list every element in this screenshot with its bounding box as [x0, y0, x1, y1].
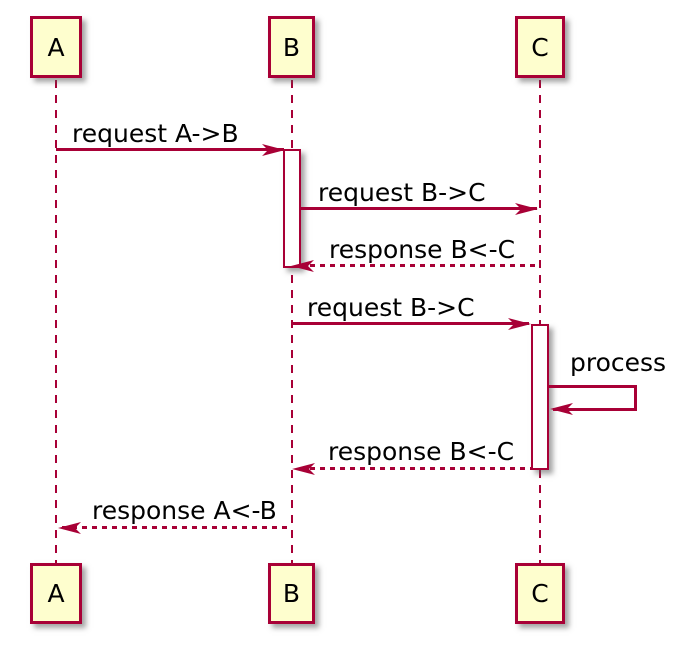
- arrowhead-right-icon: [508, 318, 531, 330]
- arrowhead-left-icon: [58, 522, 81, 534]
- message-label: response B<-C: [328, 437, 515, 466]
- participant-c-bottom: C: [515, 563, 565, 624]
- message-line: [300, 264, 540, 267]
- participant-c-label: C: [531, 32, 549, 62]
- message-label: request B->C: [318, 178, 486, 207]
- arrowhead-left-icon: [291, 260, 314, 272]
- message-line: [56, 148, 284, 151]
- arrowhead-right-icon: [515, 203, 538, 215]
- message-label: request A->B: [72, 119, 239, 148]
- message-label: response A<-B: [92, 496, 277, 525]
- message-label: process: [570, 348, 667, 377]
- participant-c-top: C: [515, 16, 565, 78]
- participant-a-top: A: [30, 16, 82, 78]
- self-message-out-line: [549, 385, 637, 388]
- lifeline-c: [539, 80, 541, 563]
- participant-a-label: A: [47, 579, 65, 608]
- participant-b-label: B: [282, 579, 301, 608]
- message-line: [301, 207, 537, 210]
- arrowhead-left-icon: [292, 463, 315, 475]
- lifeline-a: [55, 80, 57, 563]
- lifeline-b: [291, 80, 293, 563]
- participant-a-label: A: [47, 32, 65, 62]
- participant-b-bottom: B: [268, 563, 315, 624]
- self-message-return-line: [553, 408, 637, 411]
- message-label: response B<-C: [329, 235, 516, 264]
- message-line: [300, 467, 531, 470]
- message-label: request B->C: [307, 293, 475, 322]
- participant-c-label: C: [531, 579, 549, 608]
- activation-bar-b: [283, 149, 301, 268]
- arrowhead-left-icon: [550, 403, 573, 415]
- message-line: [292, 322, 529, 325]
- activation-bar-c: [531, 324, 549, 470]
- arrowhead-right-icon: [262, 144, 285, 156]
- participant-b-top: B: [268, 16, 315, 78]
- message-line: [62, 526, 292, 529]
- participant-a-bottom: A: [30, 563, 82, 624]
- participant-b-label: B: [282, 32, 301, 62]
- self-message-vertical-line: [634, 385, 637, 411]
